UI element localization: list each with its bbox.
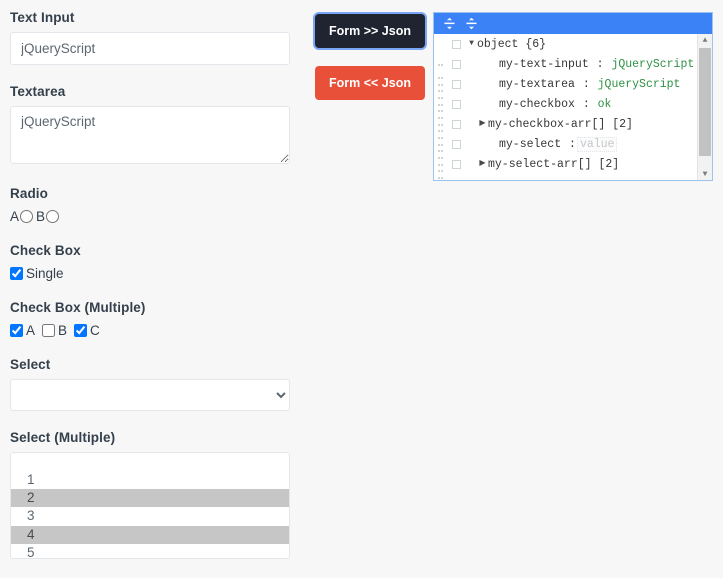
- scrollbar-thumb[interactable]: [699, 48, 711, 156]
- json-colon: :: [575, 97, 597, 111]
- json-colon: :: [575, 77, 597, 91]
- row-checkbox[interactable]: [452, 59, 461, 69]
- text-input[interactable]: [10, 32, 290, 65]
- json-meta: [2]: [612, 117, 633, 131]
- json-key: my-select: [499, 137, 562, 151]
- row-checkbox[interactable]: [452, 159, 461, 169]
- json-tree-row[interactable]: my-select : value: [434, 134, 712, 172]
- json-tree-row[interactable]: ▼ object {6}: [434, 34, 712, 54]
- checkbox-option-c-label: C: [90, 322, 100, 338]
- row-checkbox[interactable]: [452, 79, 461, 89]
- expand-all-icon[interactable]: [440, 15, 458, 33]
- checkbox-input-c[interactable]: [74, 323, 88, 337]
- json-tree-row[interactable]: my-textarea : jQueryScript: [434, 74, 712, 112]
- drag-handle-icon[interactable]: [438, 138, 448, 172]
- form-column: Text Input Textarea jQueryScript Radio A…: [10, 10, 290, 578]
- row-checkbox[interactable]: [452, 119, 461, 129]
- drag-handle-icon[interactable]: [438, 98, 448, 132]
- select-multiple-option[interactable]: 1: [11, 471, 289, 489]
- select-field: Select: [10, 357, 290, 411]
- drag-handle-icon[interactable]: [438, 58, 448, 92]
- json-key: my-checkbox-arr[]: [488, 117, 606, 131]
- drag-handle-icon[interactable]: [438, 158, 448, 179]
- textarea-field: Textarea jQueryScript: [10, 84, 290, 167]
- json-tree-body: ▼ object {6} my-text-input : jQueryScrip…: [434, 34, 712, 180]
- json-colon: :: [562, 137, 576, 151]
- checkbox-input-single[interactable]: [10, 266, 23, 280]
- json-value: jQueryScript: [611, 57, 695, 71]
- checkbox-multiple-label: Check Box (Multiple): [10, 300, 146, 315]
- checkbox-option-single[interactable]: Single: [10, 266, 69, 281]
- select-label: Select: [10, 357, 51, 372]
- chevron-right-icon[interactable]: ▶: [479, 159, 486, 168]
- scroll-down-icon[interactable]: ▼: [698, 168, 712, 180]
- collapse-all-icon[interactable]: [462, 15, 480, 33]
- select-multiple-input[interactable]: 1 2 3 4 5: [10, 452, 290, 559]
- json-key: my-text-input: [499, 57, 589, 71]
- radio-label: Radio: [10, 186, 49, 201]
- json-tree-row[interactable]: my-checkbox : ok: [434, 94, 712, 132]
- scroll-up-icon[interactable]: ▲: [698, 34, 712, 47]
- json-key: my-textarea: [499, 77, 575, 91]
- json-value-placeholder[interactable]: value: [576, 136, 618, 152]
- json-key: object: [477, 37, 519, 51]
- checkbox-multiple-field: Check Box (Multiple) A B C: [10, 300, 290, 338]
- textarea-input[interactable]: jQueryScript: [10, 106, 290, 164]
- radio-option-a-label: A: [10, 208, 20, 224]
- textarea-label: Textarea: [10, 84, 66, 99]
- json-viewer-scrollbar[interactable]: ▲ ▼: [697, 34, 712, 180]
- json-colon: :: [589, 57, 611, 71]
- action-button-column: Form >> Json Form << Json: [315, 14, 425, 100]
- checkbox-input-b[interactable]: [42, 323, 56, 337]
- checkbox-multiple-group: A B C: [10, 322, 290, 338]
- json-value: jQueryScript: [597, 77, 681, 91]
- radio-option-b-label: B: [36, 208, 46, 224]
- select-multiple-label: Select (Multiple): [10, 430, 116, 445]
- row-checkbox[interactable]: [452, 99, 461, 109]
- json-value: ok: [597, 97, 612, 111]
- radio-option-b[interactable]: B: [36, 209, 60, 224]
- form-to-json-button[interactable]: Form >> Json: [315, 14, 425, 48]
- checkbox-single-label: Check Box: [10, 243, 81, 258]
- select-input[interactable]: [10, 379, 290, 411]
- json-meta: {6}: [525, 37, 547, 51]
- json-viewer-panel: ▼ object {6} my-text-input : jQueryScrip…: [433, 12, 713, 181]
- select-multiple-option[interactable]: 2: [11, 489, 289, 507]
- row-checkbox[interactable]: [452, 139, 461, 149]
- checkbox-option-c[interactable]: C: [74, 323, 105, 338]
- checkbox-option-b[interactable]: B: [42, 323, 72, 338]
- select-multiple-field: Select (Multiple) 1 2 3 4 5: [10, 430, 290, 559]
- radio-option-a[interactable]: A: [10, 209, 34, 224]
- checkbox-option-a-label: A: [26, 322, 36, 338]
- checkbox-input-a[interactable]: [10, 323, 23, 337]
- chevron-down-icon[interactable]: ▼: [469, 39, 474, 48]
- radio-input-b[interactable]: [46, 209, 60, 223]
- json-meta: [2]: [598, 157, 620, 171]
- checkbox-option-b-label: B: [58, 322, 68, 338]
- row-checkbox[interactable]: [452, 39, 461, 49]
- radio-input-a[interactable]: [20, 209, 34, 223]
- text-input-field: Text Input: [10, 10, 290, 65]
- select-multiple-option[interactable]: 3: [11, 507, 289, 525]
- json-viewer-toolbar: [434, 13, 712, 34]
- json-tree-row[interactable]: my-text-input : jQueryScript: [434, 54, 712, 92]
- checkbox-option-a[interactable]: A: [10, 323, 40, 338]
- json-tree-row[interactable]: ▶ my-select-arr[] [2]: [434, 154, 712, 179]
- text-input-label: Text Input: [10, 10, 75, 25]
- checkbox-single-field: Check Box Single: [10, 243, 290, 281]
- chevron-right-icon[interactable]: ▶: [479, 119, 486, 128]
- drag-handle-icon[interactable]: [438, 118, 448, 152]
- checkbox-option-single-label: Single: [26, 265, 64, 281]
- checkbox-single-group: Single: [10, 265, 290, 281]
- drag-handle-icon[interactable]: [438, 78, 448, 112]
- radio-field: Radio A B: [10, 186, 290, 224]
- json-tree-row[interactable]: ▶ my-checkbox-arr[] [2]: [434, 114, 712, 152]
- json-key: my-select-arr[]: [488, 157, 592, 171]
- radio-group: A B: [10, 208, 290, 224]
- select-multiple-option[interactable]: 5: [11, 544, 289, 559]
- json-key: my-checkbox: [499, 97, 575, 111]
- json-to-form-button[interactable]: Form << Json: [315, 66, 425, 100]
